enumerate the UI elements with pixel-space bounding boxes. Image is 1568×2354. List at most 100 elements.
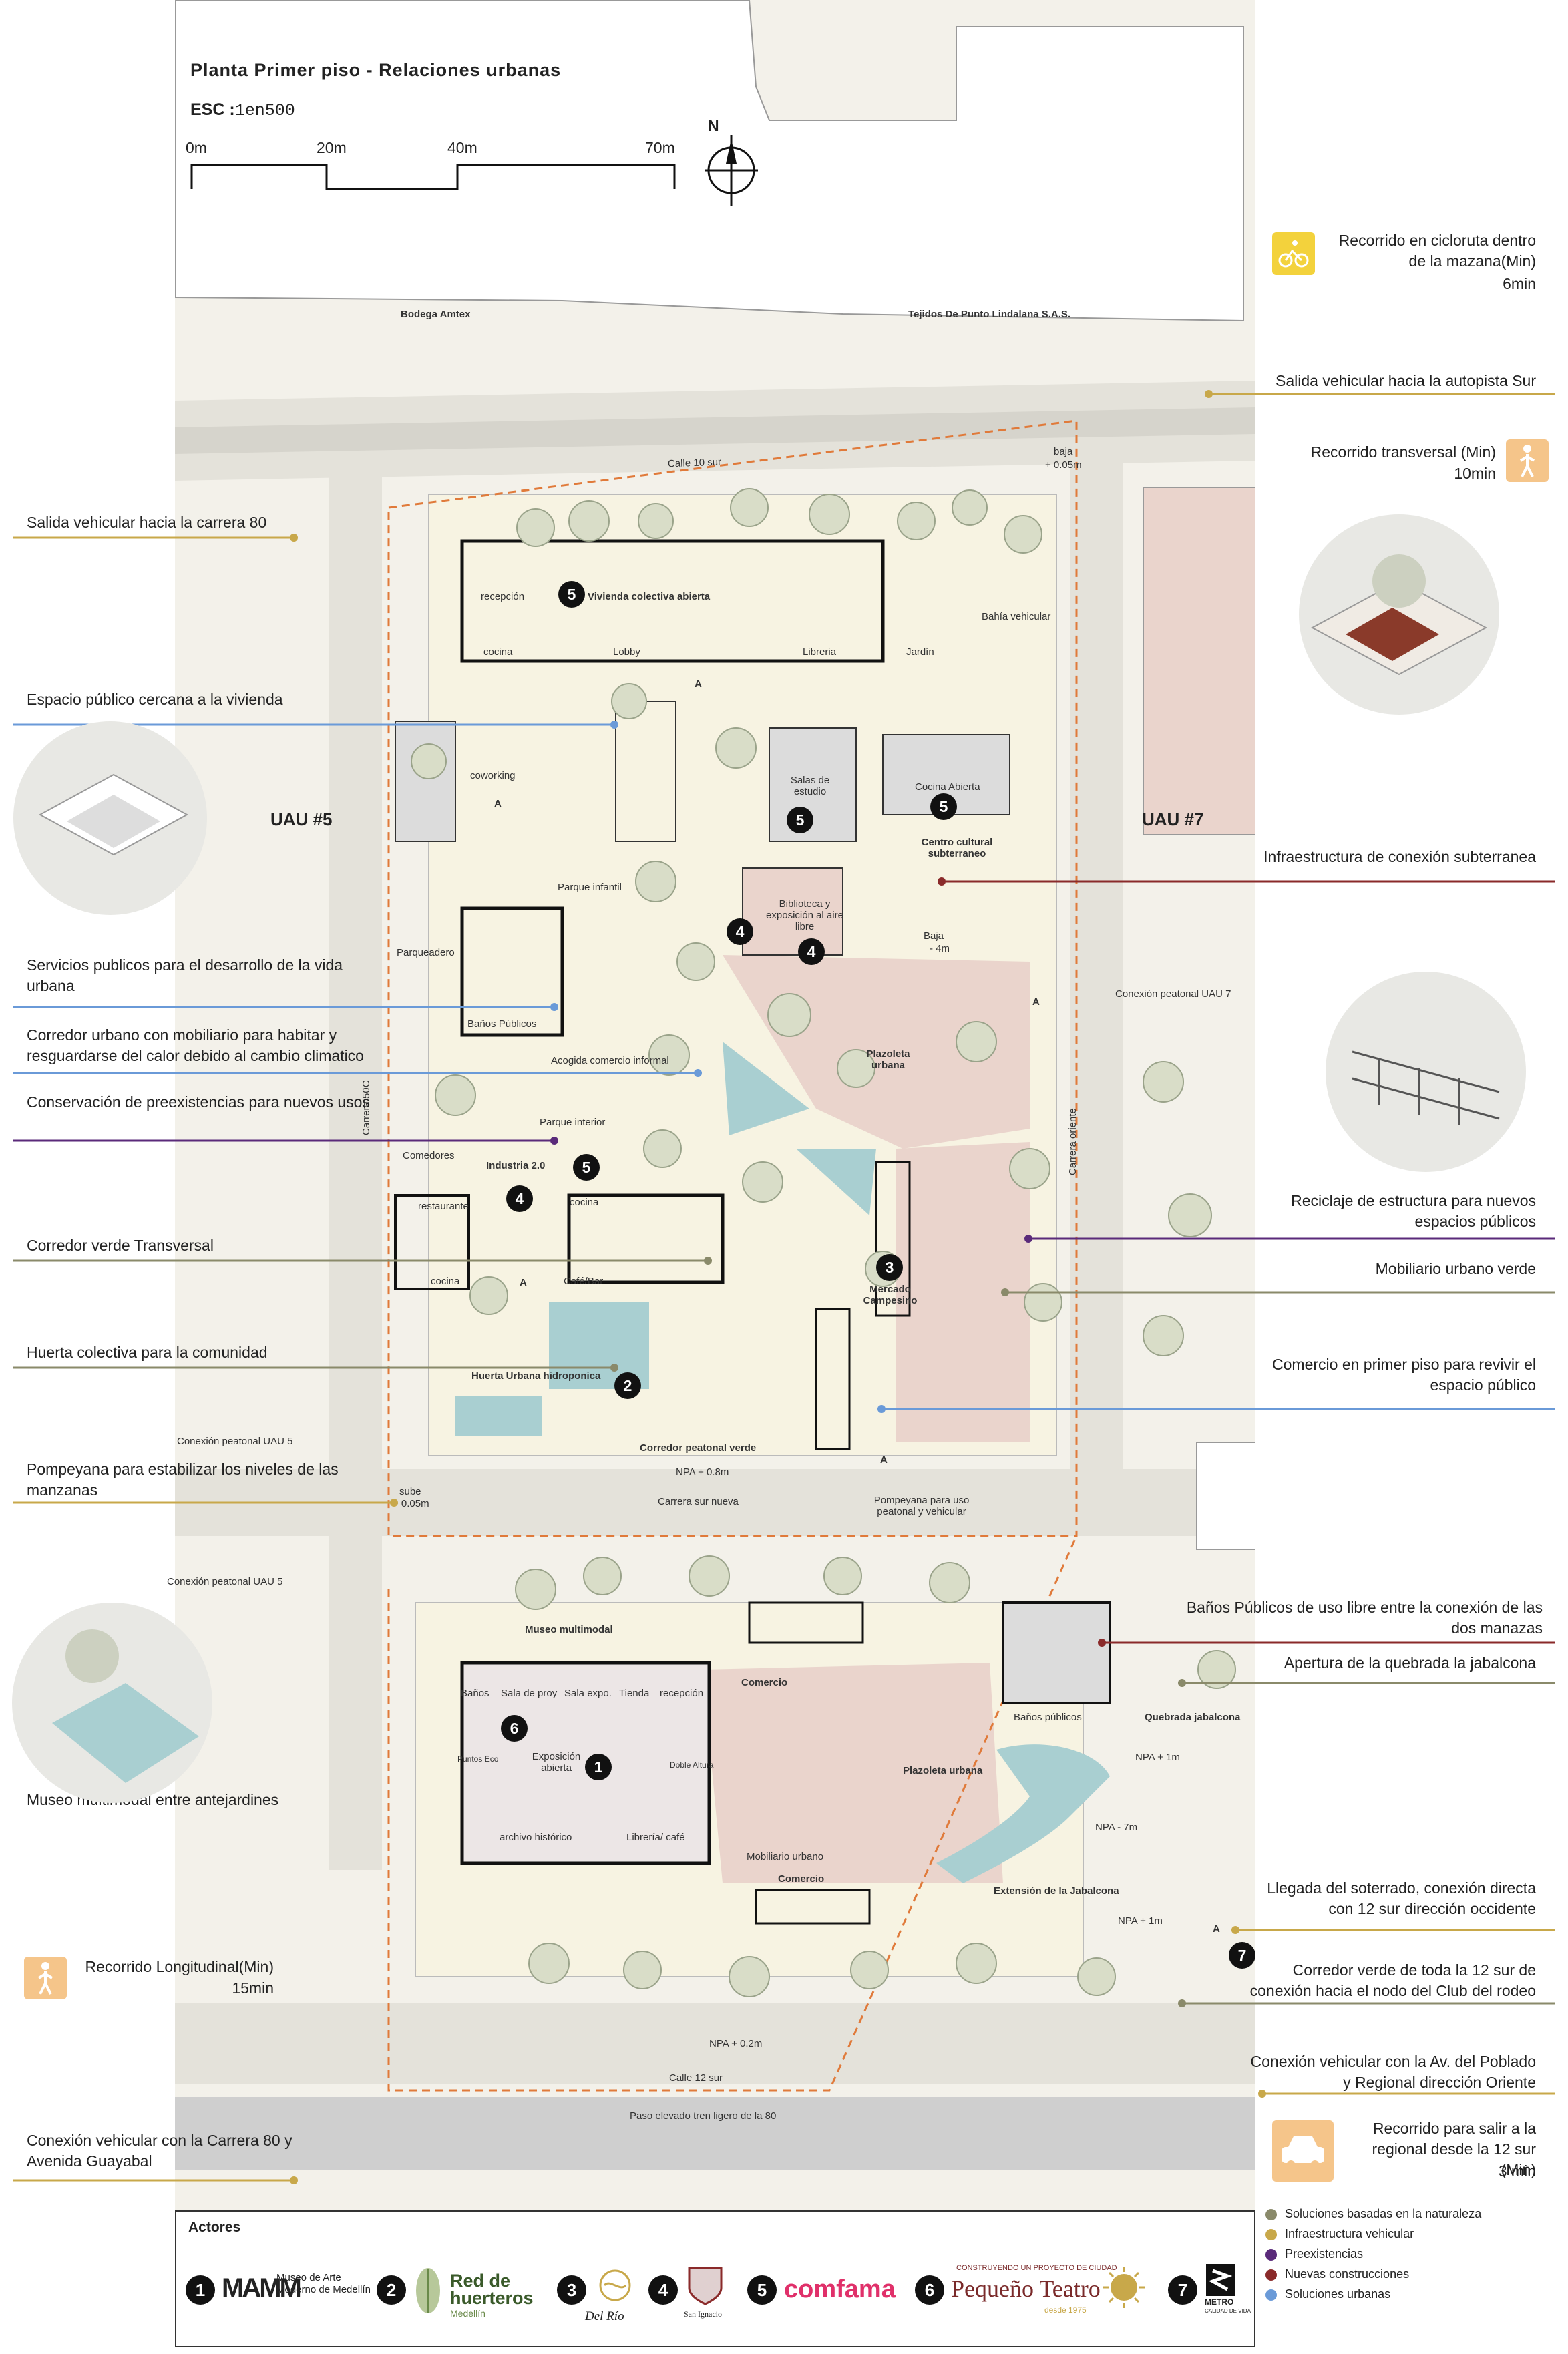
actor-7-name: METRO [1205, 2297, 1234, 2307]
label-npa-4: NPA + 1m [1118, 1915, 1163, 1927]
marker-5-vivienda: 5 [558, 581, 585, 608]
label-paso-elevado: Paso elevado tren ligero de la 80 [630, 2110, 777, 2122]
label-conexion-7: Conexión peatonal UAU 7 [1115, 988, 1231, 1000]
label-lobby: Lobby [613, 646, 640, 658]
actor-6-name: CONSTRUYENDO UN PROYECTO DE CIUDAD [956, 2264, 1117, 2272]
actor-1-name: Museo de Arte Moderno de Medellín [276, 2272, 371, 2295]
marker-5-salas: 5 [787, 807, 813, 833]
label-npa-1: NPA + 0.8m [676, 1466, 729, 1478]
caption-pompeyana: Pompeyana para estabilizar los niveles d… [27, 1460, 339, 1499]
label-tejidos: Tejidos De Punto Lindalana S.A.S. [908, 309, 1071, 320]
section-marker-a: A [880, 1454, 888, 1466]
uau-7-label: UAU #7 [1142, 809, 1204, 829]
car-route-text: Recorrido para salir a la regional desde… [1372, 2120, 1537, 2178]
bike-route-text: Recorrido en cicloruta dentro de la maza… [1338, 232, 1536, 270]
actor-4-logo: San Ignacio [684, 2309, 722, 2319]
legend-item-urbanas: Soluciones urbanas [1265, 2284, 1559, 2304]
legend-swatch [1265, 2248, 1277, 2261]
marker-2-huerta: 2 [614, 1372, 641, 1399]
label-libreria: Libreria [803, 646, 837, 658]
section-marker-a: A [695, 678, 702, 690]
marker-1-museo: 1 [585, 1754, 612, 1780]
caption-salida-autopista: Salida vehicular hacia la autopista Sur [1276, 372, 1536, 389]
label-banos-1: Baños Públicos [467, 1018, 537, 1030]
caption-banos-publicos: Baños Públicos de uso libre entre la con… [1186, 1599, 1543, 1637]
metro-logo-icon [1206, 2264, 1235, 2296]
marker-5-cocina: 5 [930, 793, 957, 820]
caption-quebrada: Apertura de la quebrada la jabalcona [1284, 1654, 1536, 1672]
caption-reciclaje: Reciclaje de estructura para nuevos espa… [1291, 1192, 1536, 1230]
legend-label: Infraestructura vehicular [1285, 2227, 1414, 2240]
actor-6-number: 6 [915, 2275, 944, 2305]
caption-preexistencias: Conservación de preexistencias para nuev… [27, 1093, 370, 1111]
walk-longitudinal-box [24, 1957, 67, 1999]
site-plan [175, 0, 1255, 2210]
label-banos-2: Baños [461, 1688, 489, 1699]
legend-item-nuevas: Nuevas construcciones [1265, 2264, 1559, 2284]
label-recepcion: recepción [481, 591, 525, 602]
del-rio-emblem-icon [599, 2269, 631, 2301]
label-libreria-2: Librería/ café [626, 1832, 685, 1843]
caption-comercio-primer-piso: Comercio en primer piso para revivir el … [1272, 1356, 1536, 1394]
north-label: N [708, 117, 719, 134]
label-museo: Museo multimodal [525, 1624, 613, 1635]
sun-emblem-icon [1103, 2267, 1145, 2308]
caption-infraestructura-subterranea: Infraestructura de conexión subterranea [1263, 848, 1536, 865]
leaf-icon [416, 2268, 440, 2313]
scale-tick-20: 20m [317, 139, 347, 156]
legend-item-preexistencias: Preexistencias [1265, 2244, 1559, 2264]
vignette-museo [12, 1603, 212, 1803]
actors-panel: Actores 1 MAMM Museo de Arte Moderno de … [175, 2210, 1255, 2347]
legend-swatch [1265, 2289, 1277, 2301]
existing-buildings [175, 0, 1244, 322]
scale-tick-70: 70m [645, 139, 675, 156]
label-biblioteca: Biblioteca y exposición al aire libre [766, 898, 843, 932]
label-mobiliario: Mobiliario urbano [747, 1851, 824, 1862]
walk-longitudinal-text: Recorrido Longitudinal(Min) [85, 1958, 274, 1975]
marker-4-biblioteca-b: 4 [798, 938, 825, 965]
caption-huerta-colectiva: Huerta colectiva para la comunidad [27, 1344, 268, 1361]
label-acogida: Acogida comercio informal [551, 1055, 669, 1066]
actor-3-number: 3 [557, 2275, 586, 2305]
caption-espacio-publico: Espacio público cercana a la vivienda [27, 691, 283, 708]
caption-servicios-publicos: Servicios publicos para el desarrollo de… [27, 956, 343, 994]
plazoleta-2 [703, 1663, 1003, 1883]
label-parqueadero: Parqueadero [397, 947, 455, 958]
label-jardin: Jardín [906, 646, 934, 658]
legend-label: Soluciones urbanas [1285, 2287, 1391, 2301]
label-restaurante: restaurante [418, 1201, 469, 1212]
label-quebrada: Quebrada jabalcona [1145, 1712, 1241, 1723]
scale-ratio-label: ESC : [190, 100, 235, 119]
label-extension: Extensión de la Jabalcona [994, 1885, 1119, 1897]
paso-elevado [175, 2097, 1255, 2170]
label-cocina-1: cocina [483, 646, 513, 658]
calle-12-road [175, 2003, 1255, 2084]
uau-5-label: UAU #5 [270, 809, 333, 829]
scale-bar-graphic [190, 164, 676, 190]
label-parque-interior: Parque interior [540, 1117, 606, 1128]
label-centro-cultural: Centro cultural subterraneo [921, 837, 993, 859]
carrera-sur-road [175, 1469, 1255, 1536]
caption-corredor-12-sur: Corredor verde de toda la 12 sur de cone… [1249, 1961, 1536, 1999]
label-comercio-1: Comercio [741, 1677, 788, 1688]
actor-4-number: 4 [648, 2275, 678, 2305]
label-bahia: Bahía vehicular [982, 611, 1051, 622]
legend-label: Preexistencias [1285, 2247, 1364, 2261]
label-salas: Salas de estudio [790, 775, 830, 797]
scale-tick-40: 40m [447, 139, 477, 156]
bike-route-time: 6min [1503, 275, 1536, 292]
actor-2-number: 2 [377, 2275, 406, 2305]
section-marker-a: A [520, 1277, 527, 1288]
label-parque-infantil: Parque infantil [558, 881, 622, 893]
label-tienda: Tienda [619, 1688, 650, 1699]
label-sube-b: + 0.05m [393, 1498, 429, 1509]
caption-corredor-verde: Corredor verde Transversal [27, 1237, 214, 1254]
caption-corredor-urbano: Corredor urbano con mobiliario para habi… [27, 1026, 364, 1064]
label-cafe: Café/Bar [564, 1276, 604, 1287]
actor-5-number: 5 [747, 2275, 777, 2305]
leader-lines [13, 390, 1555, 2184]
label-comercio-2: Comercio [778, 1873, 825, 1885]
car-route-box [1272, 2120, 1334, 2182]
legend-label: Nuevas construcciones [1285, 2267, 1410, 2281]
label-vivienda: Vivienda colectiva abierta [588, 591, 711, 602]
